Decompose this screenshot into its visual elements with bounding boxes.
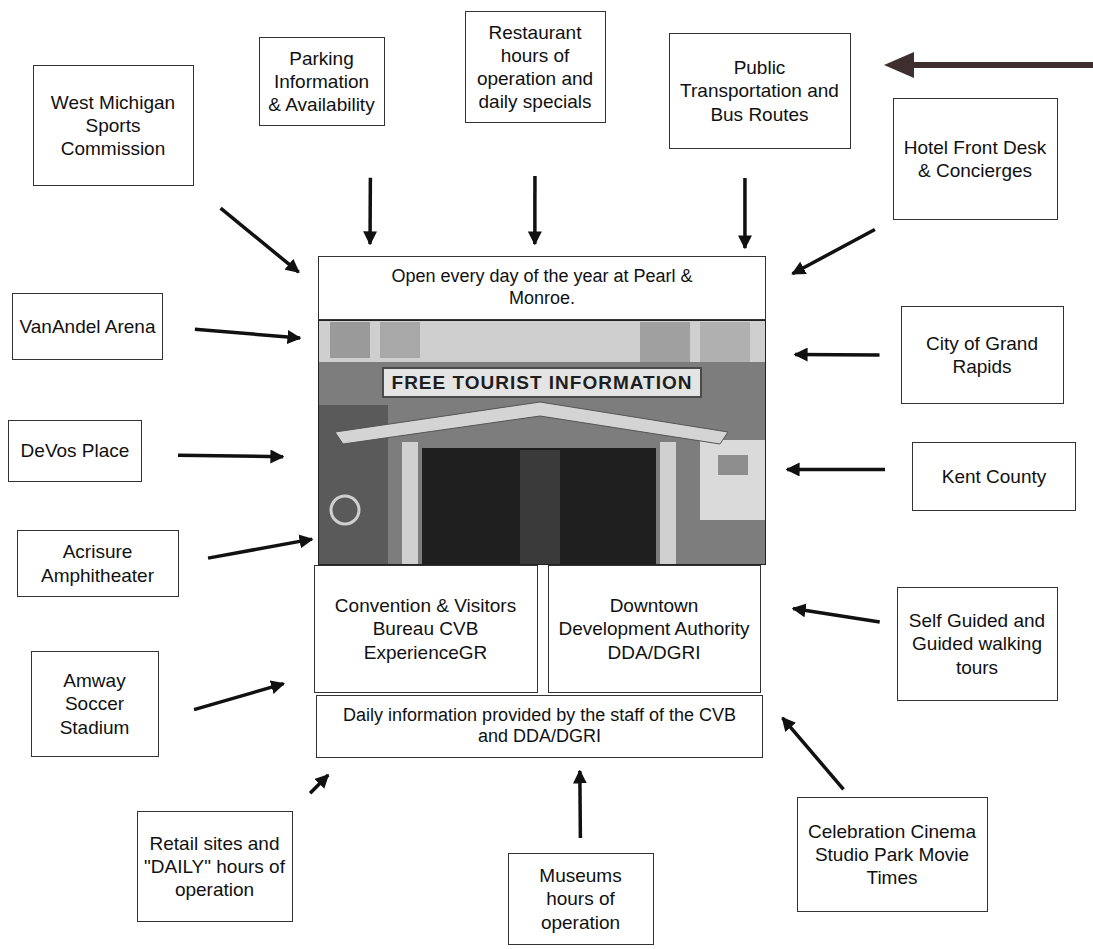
arrow-connector bbox=[178, 455, 283, 456]
photo-sky bbox=[318, 320, 766, 362]
pointer-shaft bbox=[905, 62, 1093, 68]
box-text: Celebration Cinema Studio Park Movie Tim… bbox=[804, 820, 981, 890]
source-box: Hotel Front Desk & Concierges bbox=[893, 98, 1058, 220]
box-text: Downtown Development Authority DDA/DGRI bbox=[555, 594, 754, 664]
arrow-connector bbox=[793, 608, 880, 622]
photo-ground bbox=[318, 320, 766, 565]
arrow-connector bbox=[208, 539, 312, 558]
banner-box: Open every day of the year at Pearl & Mo… bbox=[318, 256, 766, 320]
photo-frame: FREE TOURIST INFORMATION bbox=[318, 320, 766, 565]
box-text: Convention & Visitors Bureau CVB Experie… bbox=[321, 594, 531, 664]
arrow-connector bbox=[743, 178, 747, 248]
source-box: Retail sites and "DAILY" hours of operat… bbox=[137, 811, 293, 922]
source-box: Celebration Cinema Studio Park Movie Tim… bbox=[797, 797, 988, 912]
photo-truck bbox=[700, 440, 766, 520]
photo-post bbox=[660, 442, 676, 565]
box-text: Amway Soccer Stadium bbox=[38, 669, 152, 739]
pointer-arrow bbox=[884, 52, 1093, 78]
box-text: Open every day of the year at Pearl & Mo… bbox=[382, 266, 702, 310]
photo-window bbox=[700, 322, 750, 362]
arrow-connector bbox=[310, 775, 328, 793]
photo-roof bbox=[335, 402, 728, 444]
box-text: Kent County bbox=[942, 465, 1047, 488]
kiosk-photo bbox=[318, 320, 766, 565]
box-text: Self Guided and Guided walking tours bbox=[904, 609, 1051, 679]
box-text: Hotel Front Desk & Concierges bbox=[900, 136, 1051, 182]
photo-window bbox=[640, 322, 690, 362]
source-box: VanAndel Arena bbox=[12, 293, 163, 360]
source-box: Amway Soccer Stadium bbox=[31, 651, 159, 757]
arrow-connector bbox=[795, 353, 880, 357]
source-box: City of Grand Rapids bbox=[901, 306, 1064, 404]
box-text: VanAndel Arena bbox=[20, 315, 156, 338]
source-box: DeVos Place bbox=[8, 420, 142, 482]
box-text: DeVos Place bbox=[21, 439, 130, 462]
arrow-connector bbox=[221, 208, 299, 272]
box-text: Retail sites and "DAILY" hours of operat… bbox=[144, 832, 286, 902]
photo-post bbox=[402, 442, 418, 565]
photo-door bbox=[520, 450, 560, 565]
pointer-head bbox=[884, 52, 914, 78]
center-box: Downtown Development Authority DDA/DGRI bbox=[548, 565, 761, 693]
arrow-connector bbox=[195, 329, 300, 338]
arrow-connector bbox=[368, 178, 372, 244]
photo-truck-window bbox=[718, 455, 748, 475]
source-box: Acrisure Amphitheater bbox=[17, 530, 179, 597]
source-box: Public Transportation and Bus Routes bbox=[669, 33, 851, 149]
photo-window bbox=[380, 322, 420, 358]
box-text: Museums hours of operation bbox=[515, 864, 647, 934]
source-box: West Michigan Sports Commission bbox=[33, 65, 194, 186]
source-box: Kent County bbox=[912, 442, 1076, 511]
arrow-connector bbox=[194, 684, 284, 710]
box-text: Daily information provided by the staff … bbox=[330, 705, 750, 749]
arrow-connector bbox=[782, 718, 843, 790]
box-text: West Michigan Sports Commission bbox=[40, 91, 187, 161]
box-text: City of Grand Rapids bbox=[908, 332, 1057, 378]
sign-text: FREE TOURIST INFORMATION bbox=[382, 367, 703, 398]
source-box: Parking Information & Availability bbox=[259, 37, 385, 126]
source-box: Restaurant hours of operation and daily … bbox=[465, 11, 606, 123]
arrow-connector bbox=[533, 176, 537, 244]
source-box: Museums hours of operation bbox=[508, 853, 654, 945]
box-text: Public Transportation and Bus Routes bbox=[676, 56, 844, 126]
center-box: Daily information provided by the staff … bbox=[316, 695, 763, 758]
photo-doorway bbox=[422, 448, 656, 565]
source-box: Self Guided and Guided walking tours bbox=[897, 587, 1058, 701]
box-text: Acrisure Amphitheater bbox=[24, 540, 172, 586]
photo-bicycle bbox=[331, 496, 359, 524]
center-box: Convention & Visitors Bureau CVB Experie… bbox=[314, 565, 538, 693]
arrow-connector bbox=[787, 468, 885, 472]
arrow-connector bbox=[578, 771, 582, 838]
arrow-connector bbox=[792, 229, 874, 273]
box-text: Parking Information & Availability bbox=[266, 47, 378, 117]
photo-window bbox=[330, 322, 370, 358]
box-text: Restaurant hours of operation and daily … bbox=[472, 21, 599, 114]
